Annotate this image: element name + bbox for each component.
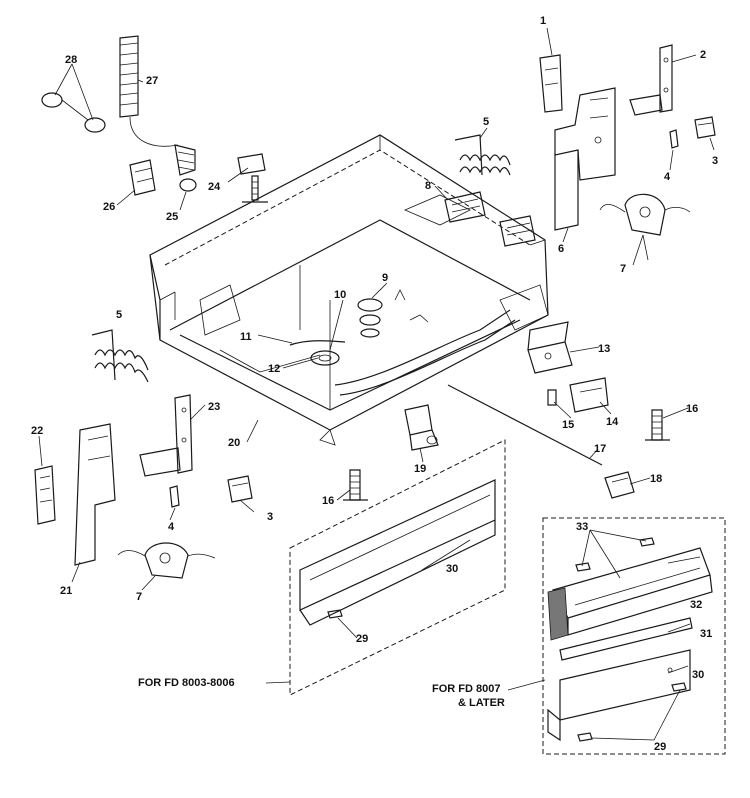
label-11: 11 <box>240 331 252 343</box>
bracket-21 <box>74 423 116 566</box>
label-14: 14 <box>606 416 619 428</box>
label-3-lower: 3 <box>267 511 273 523</box>
screw-15 <box>547 389 557 406</box>
label-6: 6 <box>558 243 564 255</box>
switch-7-lower <box>117 542 216 579</box>
bracket-1 <box>539 54 563 113</box>
label-20: 20 <box>228 437 240 449</box>
label-10: 10 <box>334 289 346 301</box>
label-7-upper: 7 <box>620 263 626 275</box>
label-13: 13 <box>598 343 610 355</box>
label-16-upper: 16 <box>686 403 698 415</box>
terminal-block-8 <box>444 191 536 247</box>
label-17: 17 <box>594 443 606 455</box>
valve-19 <box>404 404 439 451</box>
label-2: 2 <box>700 49 706 61</box>
screws-33 <box>575 537 655 572</box>
bracket-26 <box>129 159 156 196</box>
label-19: 19 <box>414 463 426 475</box>
label-18: 18 <box>650 473 662 485</box>
spring-5-lower <box>91 329 149 383</box>
label-30-late: 30 <box>692 669 704 681</box>
spring-5-upper <box>454 134 511 176</box>
switch-7-upper <box>599 193 691 236</box>
cover-22 <box>34 465 56 525</box>
label-15: 15 <box>562 419 574 431</box>
screw-29-early <box>327 609 343 619</box>
drain-hose-27 <box>119 35 196 176</box>
label-26: 26 <box>103 201 115 213</box>
label-29-early: 29 <box>356 633 368 645</box>
label-28: 28 <box>65 54 77 66</box>
leader-lines <box>38 27 715 741</box>
bracket-23 <box>139 394 193 477</box>
fuse-4-lower <box>169 485 180 508</box>
clip-3-upper <box>694 116 716 139</box>
clip-3-lower <box>227 475 253 503</box>
leg-16-lower <box>343 469 368 501</box>
label-21: 21 <box>60 585 72 597</box>
label-16-lower: 16 <box>322 495 334 507</box>
late-models-kickplate-group <box>542 517 726 755</box>
base-tub <box>149 134 549 446</box>
label-9: 9 <box>382 272 388 284</box>
label-4-lower: 4 <box>168 521 175 533</box>
bracket-14 <box>569 377 609 413</box>
label-7-lower: 7 <box>136 591 142 603</box>
label-25: 25 <box>166 211 178 223</box>
label-8: 8 <box>425 180 431 192</box>
box-13 <box>527 321 573 374</box>
label-1: 1 <box>540 15 546 27</box>
part-labels: 1 2 3 4 5 6 7 8 9 10 11 12 13 14 15 16 1… <box>31 15 718 753</box>
clamps-28 <box>41 92 106 133</box>
label-22: 22 <box>31 425 43 437</box>
label-33: 33 <box>576 521 588 533</box>
caption-early-models: FOR FD 8003-8006 <box>138 677 235 689</box>
label-3-upper: 3 <box>712 155 718 167</box>
label-29-late: 29 <box>654 741 666 753</box>
model-captions: FOR FD 8003-8006 FOR FD 8007 & LATER <box>138 677 505 709</box>
label-4-upper: 4 <box>664 171 671 183</box>
leg-16-upper <box>645 409 670 441</box>
label-30-early: 30 <box>446 563 458 575</box>
valve-18 <box>604 471 635 499</box>
caption-late-models-line2: & LATER <box>458 697 505 709</box>
clamp-25 <box>179 178 197 192</box>
label-5-upper: 5 <box>483 116 489 128</box>
label-23: 23 <box>208 401 220 413</box>
label-24: 24 <box>208 181 221 193</box>
rod-17 <box>447 384 603 466</box>
leg-24 <box>237 153 268 203</box>
label-5-lower: 5 <box>116 309 122 321</box>
screws-29-late <box>577 682 687 742</box>
caption-late-models-line1: FOR FD 8007 <box>432 683 500 695</box>
early-models-kickplate-group <box>289 439 506 696</box>
label-32: 32 <box>690 599 702 611</box>
label-31: 31 <box>700 628 712 640</box>
bracket-6 <box>554 87 616 231</box>
label-12: 12 <box>268 363 280 375</box>
fuse-4-upper <box>669 129 679 149</box>
label-27: 27 <box>146 75 158 87</box>
float-assembly <box>289 289 429 366</box>
bracket-2 <box>629 44 673 116</box>
